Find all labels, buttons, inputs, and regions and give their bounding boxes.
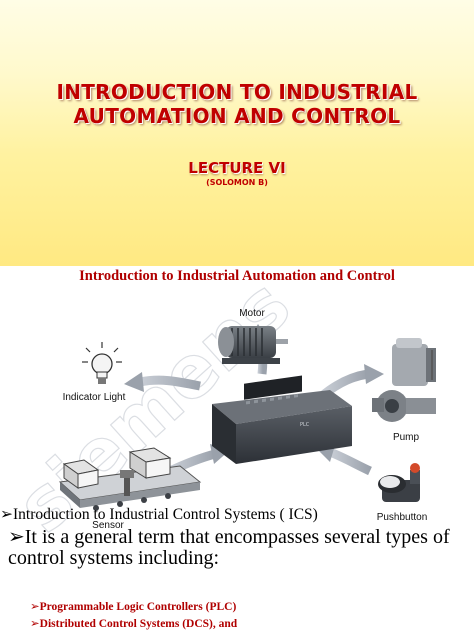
pump-label: Pump xyxy=(393,432,420,443)
motor-label: Motor xyxy=(239,308,265,319)
ics-diagram: siemens xyxy=(1,286,436,549)
section-heading: Introduction to Industrial Automation an… xyxy=(79,268,395,284)
title-line-1: Introduction to Industrial xyxy=(56,80,418,104)
sub-bullet-dcs-text: Distributed Control Systems (DCS), and xyxy=(39,618,238,630)
plc-label: PLC xyxy=(300,422,310,428)
title-line-2: Automation and Control xyxy=(73,104,401,128)
content-slide: Introduction to Industrial Automation an… xyxy=(0,266,474,632)
sensor-device xyxy=(58,447,202,511)
indicator-light-label: Indicator Light xyxy=(63,392,126,403)
slide-title: Introduction to Industrial Automation an… xyxy=(0,80,474,128)
sensor-label: Sensor xyxy=(92,520,124,531)
bullet-introduction: ➢Introduction to Industrial Control Syst… xyxy=(0,505,318,524)
motor-device xyxy=(218,326,288,364)
bullet-definition-text: It is a general term that encompasses se… xyxy=(8,526,450,569)
title-slide: Introduction to Industrial Automation an… xyxy=(0,0,474,266)
sub-bullet-plc-text: Programmable Logic Controllers (PLC) xyxy=(39,601,237,613)
arrow-bullet-icon: ➢ xyxy=(0,505,13,523)
arrow-to-indicator xyxy=(124,372,201,392)
author-name: (Solomon B) xyxy=(206,178,268,187)
bullet-definition: ➢It is a general term that encompasses s… xyxy=(8,526,474,569)
sub-bullet-plc: ➢Programmable Logic Controllers (PLC) xyxy=(30,599,236,613)
lecture-number: Lecture VI xyxy=(188,159,286,177)
lightbulb-icon xyxy=(82,342,122,384)
arrow-bullet-icon: ➢ xyxy=(8,524,25,548)
arrow-bullet-icon: ➢ xyxy=(30,616,40,630)
plc-unit: PLC xyxy=(212,375,352,464)
arrow-bullet-icon: ➢ xyxy=(30,599,40,613)
sub-bullet-dcs: ➢Distributed Control Systems (DCS), and xyxy=(30,616,237,630)
pushbutton-label: Pushbutton xyxy=(377,512,428,523)
bullet-introduction-text: Introduction to Industrial Control Syste… xyxy=(13,506,318,523)
pump-device xyxy=(372,338,436,422)
pushbutton-device xyxy=(378,463,420,502)
